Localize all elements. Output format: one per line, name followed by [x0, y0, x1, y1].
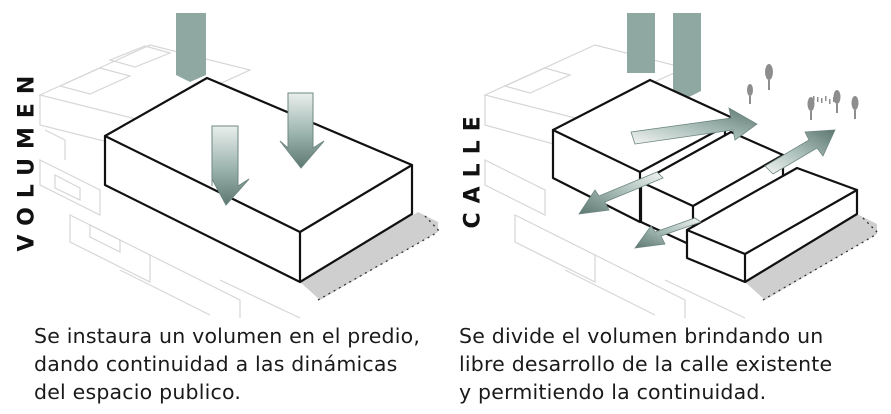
caption-line: libre desarrollo de la calle existente — [459, 352, 833, 376]
calle-diagram — [483, 13, 880, 319]
down-arrow-front — [211, 125, 250, 206]
pedestrian-marks — [813, 96, 835, 104]
calle-caption: Se divide el volumen brindando un libre … — [459, 322, 889, 406]
volumen-caption: Se instaura un volumen en el predio, dan… — [34, 322, 444, 406]
volume-block-front — [685, 166, 859, 284]
volumen-diagram — [38, 13, 441, 319]
down-arrow-back — [279, 92, 325, 169]
volume-shadow-right — [745, 214, 880, 301]
tower-left — [176, 13, 206, 82]
caption-line: y permitiendo la continuidad. — [459, 380, 767, 404]
street-arrow-left-lower — [578, 171, 664, 215]
caption-line: Se instaura un volumen en el predio, — [34, 324, 421, 348]
towers-right — [627, 13, 701, 98]
caption-line: Se divide el volumen brindando un — [459, 324, 824, 348]
caption-line: dando continuidad a las dinámicas — [34, 352, 398, 376]
calle-panel: CALLE — [445, 0, 891, 414]
volume-shadow-left — [300, 212, 441, 301]
street-arrow-left-bottom — [634, 217, 702, 249]
volumen-panel: VOLUMEN — [0, 0, 445, 414]
main-volume — [103, 76, 414, 284]
caption-line: del espacio publico. — [34, 380, 242, 404]
tree-icons — [747, 64, 859, 120]
volume-block-middle — [639, 130, 785, 248]
street-arrow-upper-right — [630, 107, 758, 145]
street-arrow-mid-right — [764, 129, 836, 175]
